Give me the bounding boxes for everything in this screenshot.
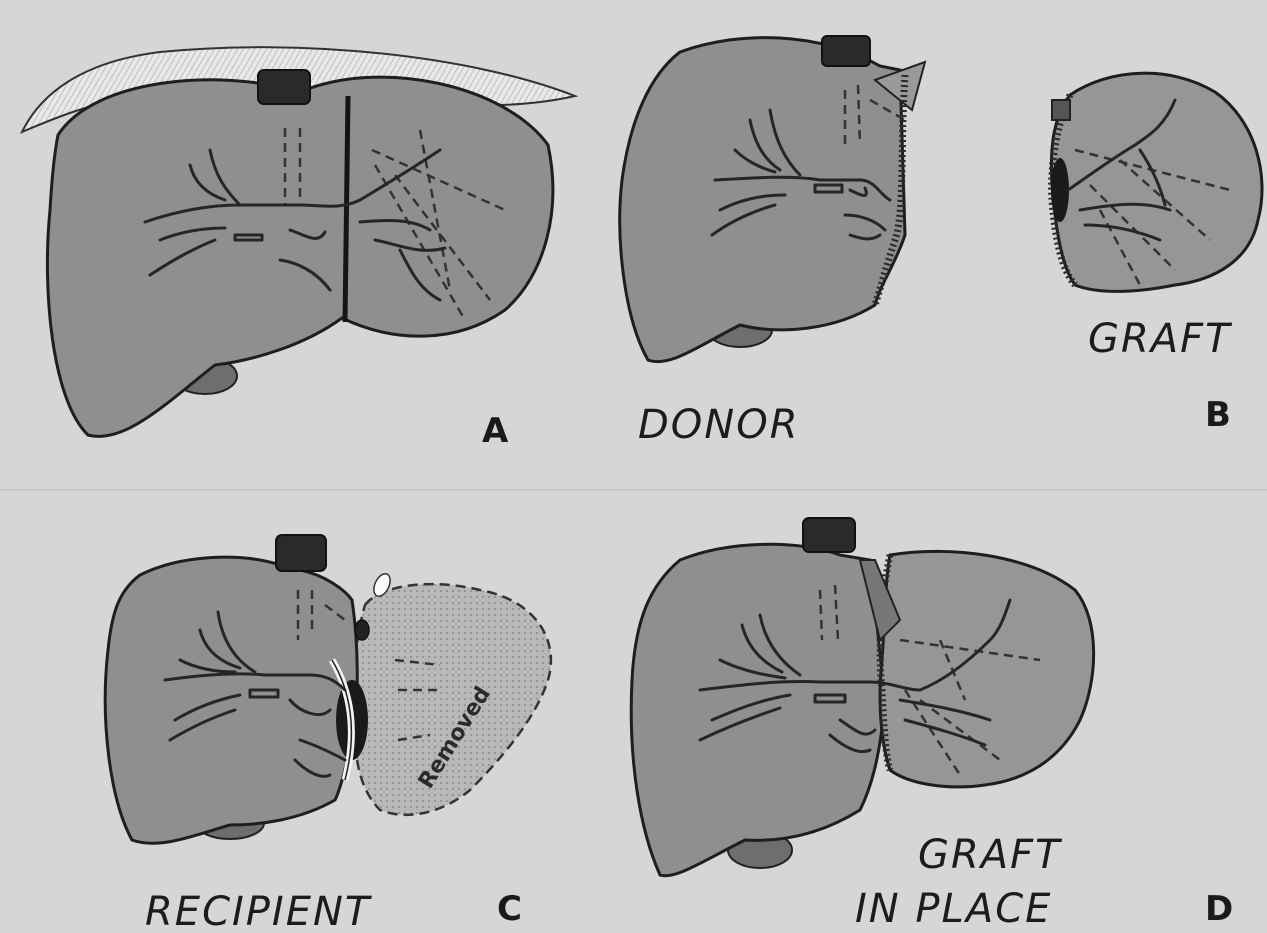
donor-liver-left [620,38,905,362]
recipient-caption: RECIPIENT [145,889,373,933]
falciform-ligament [345,96,348,322]
donor-vena-cava [822,36,870,66]
result-graft-lobe [880,551,1094,787]
recipient-vena-cava [276,535,326,571]
panel-c-recipient: Removed RECIPIENT C [105,535,551,933]
result-vena-cava [803,518,855,552]
panel-c-letter: C [497,889,522,929]
panel-b-letter: B [1205,395,1231,435]
graft-cava-opening [1051,158,1069,222]
graft-in-place-caption-line2: IN PLACE [855,886,1052,932]
graft-caption: GRAFT [1088,316,1233,362]
panel-d-letter: D [1205,889,1233,929]
donor-caption: DONOR [638,402,799,448]
vena-cava [258,70,310,104]
removed-lobe [353,584,551,815]
graft-in-place-caption-line1: GRAFT [918,832,1063,878]
ligature-tie-2 [355,620,369,640]
panel-a-letter: A [482,411,509,451]
graft-vein-stub [1052,100,1070,120]
panel-d-graft-in-place: GRAFT IN PLACE D [631,518,1233,932]
recipient-liver [105,557,357,843]
panel-a-whole-liver: A [22,47,575,451]
panel-b-donor [620,36,925,362]
result-host-liver [631,544,885,875]
panel-b-graft: GRAFT B [1051,73,1262,435]
